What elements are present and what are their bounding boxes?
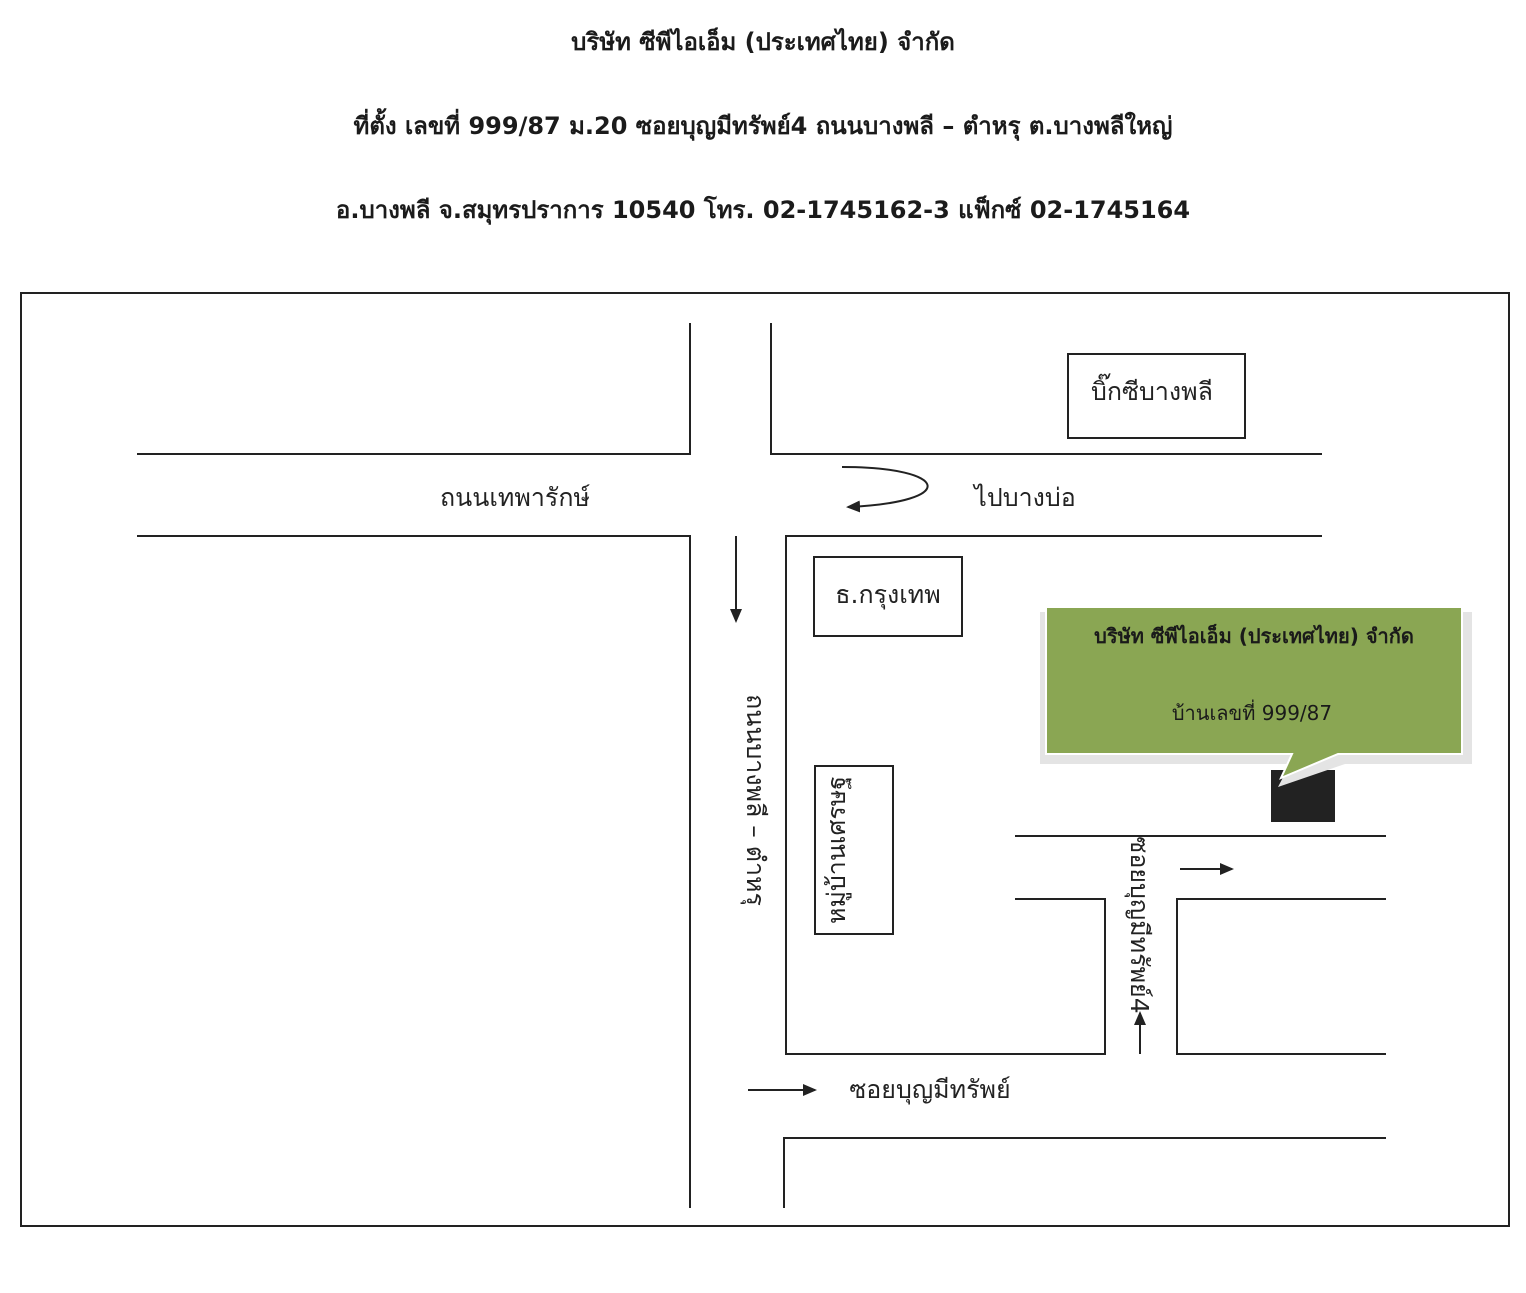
company-callout bbox=[1045, 606, 1463, 780]
bigc-label: บิ๊กซีบางพลี bbox=[1091, 373, 1213, 406]
callout-company-name: บริษัท ซีพีไอเอ็ม (ประเทศไทย) จำกัด bbox=[1094, 623, 1414, 648]
company-title: บริษัท ซีพีไอเอ็ม (ประเทศไทย) จำกัด bbox=[571, 28, 955, 56]
bank-label: ธ.กรุงเทพ bbox=[835, 580, 940, 610]
address-line-2: อ.บางพลี จ.สมุทรปราการ 10540 โทร. 02-174… bbox=[335, 196, 1191, 224]
soi-boonmeesap-label: ซอยบุญมีทรัพย์ bbox=[849, 1075, 1010, 1105]
thepharak-road-label: ถนนเทพารักษ์ bbox=[440, 483, 591, 512]
bigc-box bbox=[1067, 353, 1246, 439]
road-lines bbox=[137, 323, 1386, 1208]
village-label: หมู่บ้านเศรษฐ bbox=[822, 776, 852, 924]
map-frame bbox=[20, 292, 1510, 1227]
address-line-1: ที่ตั้ง เลขที่ 999/87 ม.20 ซอยบุญมีทรัพย… bbox=[353, 112, 1173, 140]
u-turn-arrow-icon bbox=[841, 466, 929, 513]
callout-house-number: บ้านเลขที่ 999/87 bbox=[1172, 699, 1332, 725]
village-box bbox=[814, 765, 894, 935]
soi-boonmeesap4-label: ซอยบุญมีทรัพย์4 bbox=[1124, 836, 1154, 1013]
to-bangbo-label: ไปบางบ่อ bbox=[972, 483, 1075, 512]
bank-box bbox=[813, 556, 963, 637]
bangphli-tamru-road-label: ถนนบางพลี – ตำหรุ bbox=[740, 694, 770, 906]
